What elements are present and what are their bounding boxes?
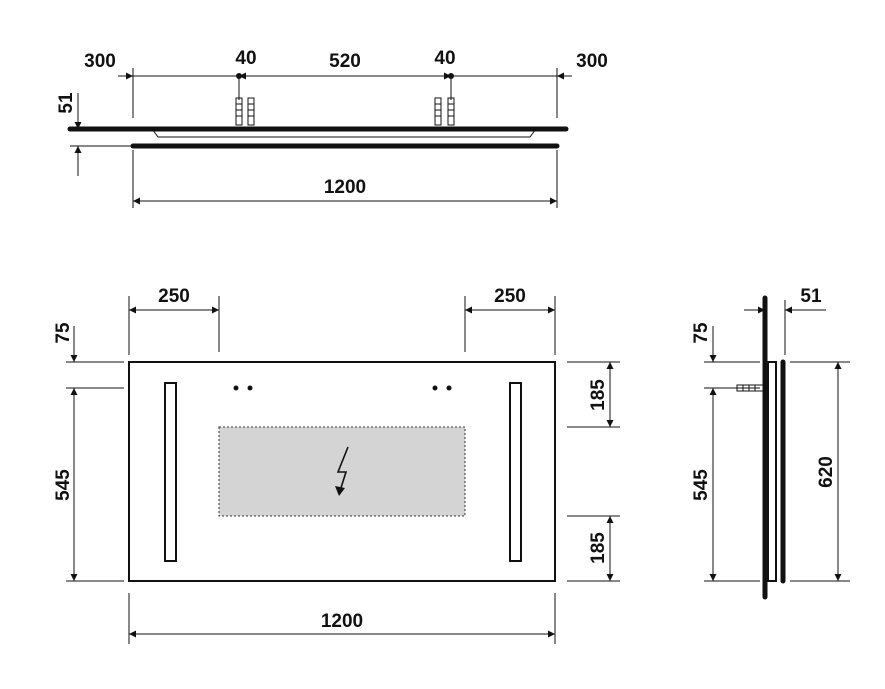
dim-fix-left: 40 [235, 48, 256, 69]
fixing-point-right [448, 73, 454, 79]
wall-anchor [447, 97, 455, 126]
dim-right-top: 185 [588, 379, 609, 411]
dim-right-inset: 250 [494, 286, 526, 307]
wall-anchor [434, 97, 442, 126]
fixing-point-left [236, 73, 242, 79]
mirror-frame-side [767, 361, 777, 582]
dim-depth: 51 [800, 286, 822, 307]
led-strip-right [509, 382, 522, 562]
dim-thickness: 51 [56, 92, 77, 114]
wall-anchor [235, 97, 243, 126]
fixing-hole [247, 385, 253, 391]
lightning-bolt-icon [335, 446, 349, 496]
front-view: 250 250 75 545 185 185 [53, 286, 620, 644]
dim-left-inset: 250 [158, 286, 190, 307]
fixing-hole [432, 385, 438, 391]
dim-width: 1200 [324, 177, 366, 198]
dim-mount-height: 545 [53, 469, 74, 501]
dim-top-offset: 75 [691, 322, 712, 344]
side-view: 51 75 545 620 [691, 286, 850, 600]
dim-right-offset: 300 [576, 51, 608, 72]
dim-fix-right: 40 [434, 48, 455, 69]
dim-between: 520 [329, 51, 361, 72]
dim-height: 620 [816, 456, 837, 488]
dim-right-bottom: 185 [588, 532, 609, 564]
dim-mount-height: 545 [691, 469, 712, 501]
led-strip-left [164, 382, 177, 562]
dim-left-offset: 300 [84, 51, 116, 72]
top-view: 300 40 520 40 300 51 [56, 48, 608, 208]
fixing-hole [446, 385, 452, 391]
wall-anchor [247, 97, 255, 126]
dim-width: 1200 [321, 611, 363, 632]
fixing-hole [233, 385, 239, 391]
dim-top-offset: 75 [53, 322, 74, 344]
mirror-back-frame [151, 128, 537, 138]
